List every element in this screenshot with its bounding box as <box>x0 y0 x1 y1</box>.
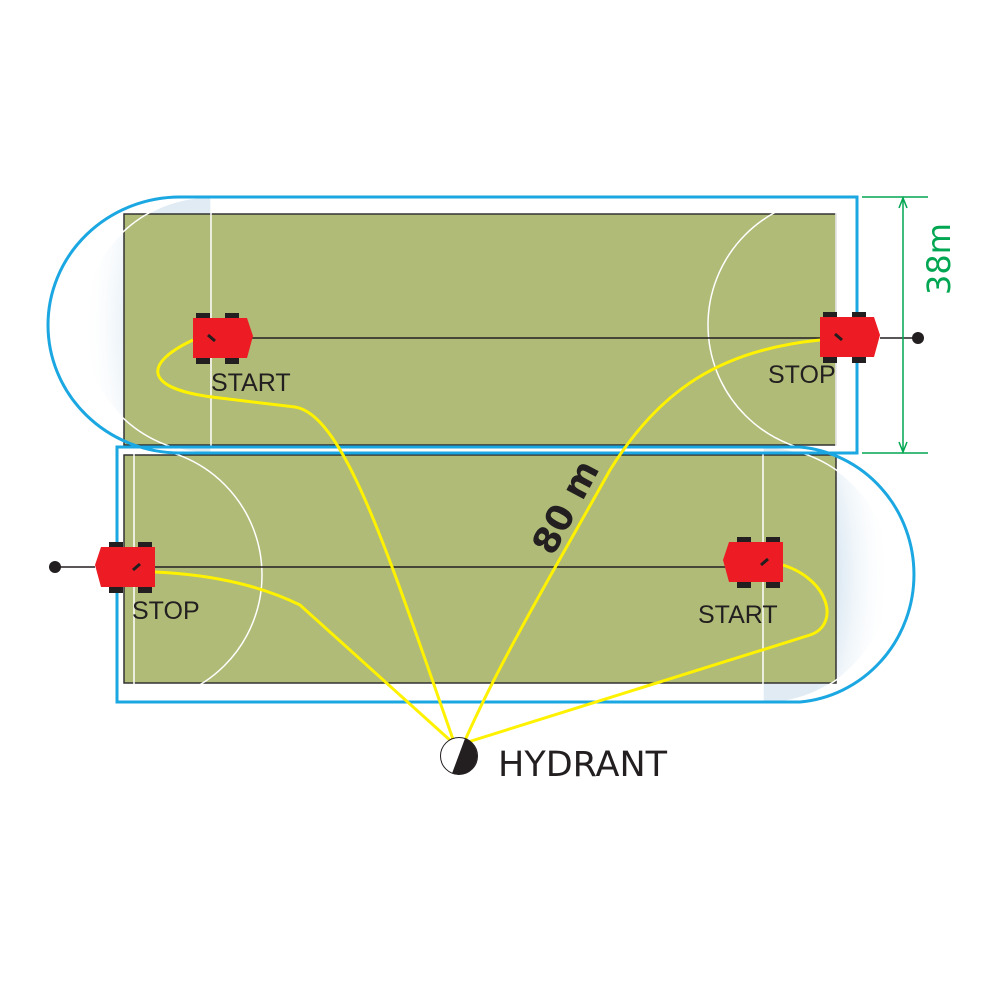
hose-paths <box>154 338 829 746</box>
width-dimension-label: 38m <box>920 223 958 295</box>
travel-lines <box>55 337 918 568</box>
bottom-stop-label: STOP <box>132 597 200 625</box>
top-stop-label: STOP <box>768 361 836 389</box>
bottom-boundary <box>115 445 916 704</box>
hydrant-icon <box>440 737 478 775</box>
anchor-point-icon <box>912 332 924 344</box>
width-dimension <box>862 195 928 455</box>
bottom-field <box>123 454 837 684</box>
hydrant-label: HYDRANT <box>498 745 668 785</box>
top-start-label: START <box>211 369 291 397</box>
robot-cart-icon <box>820 312 880 363</box>
robot-cart-icon <box>193 313 253 364</box>
anchor-point-icon <box>49 561 61 573</box>
bottom-start-label: START <box>698 601 778 629</box>
robot-cart-icon <box>723 537 783 588</box>
robot-cart-icon <box>95 542 155 593</box>
